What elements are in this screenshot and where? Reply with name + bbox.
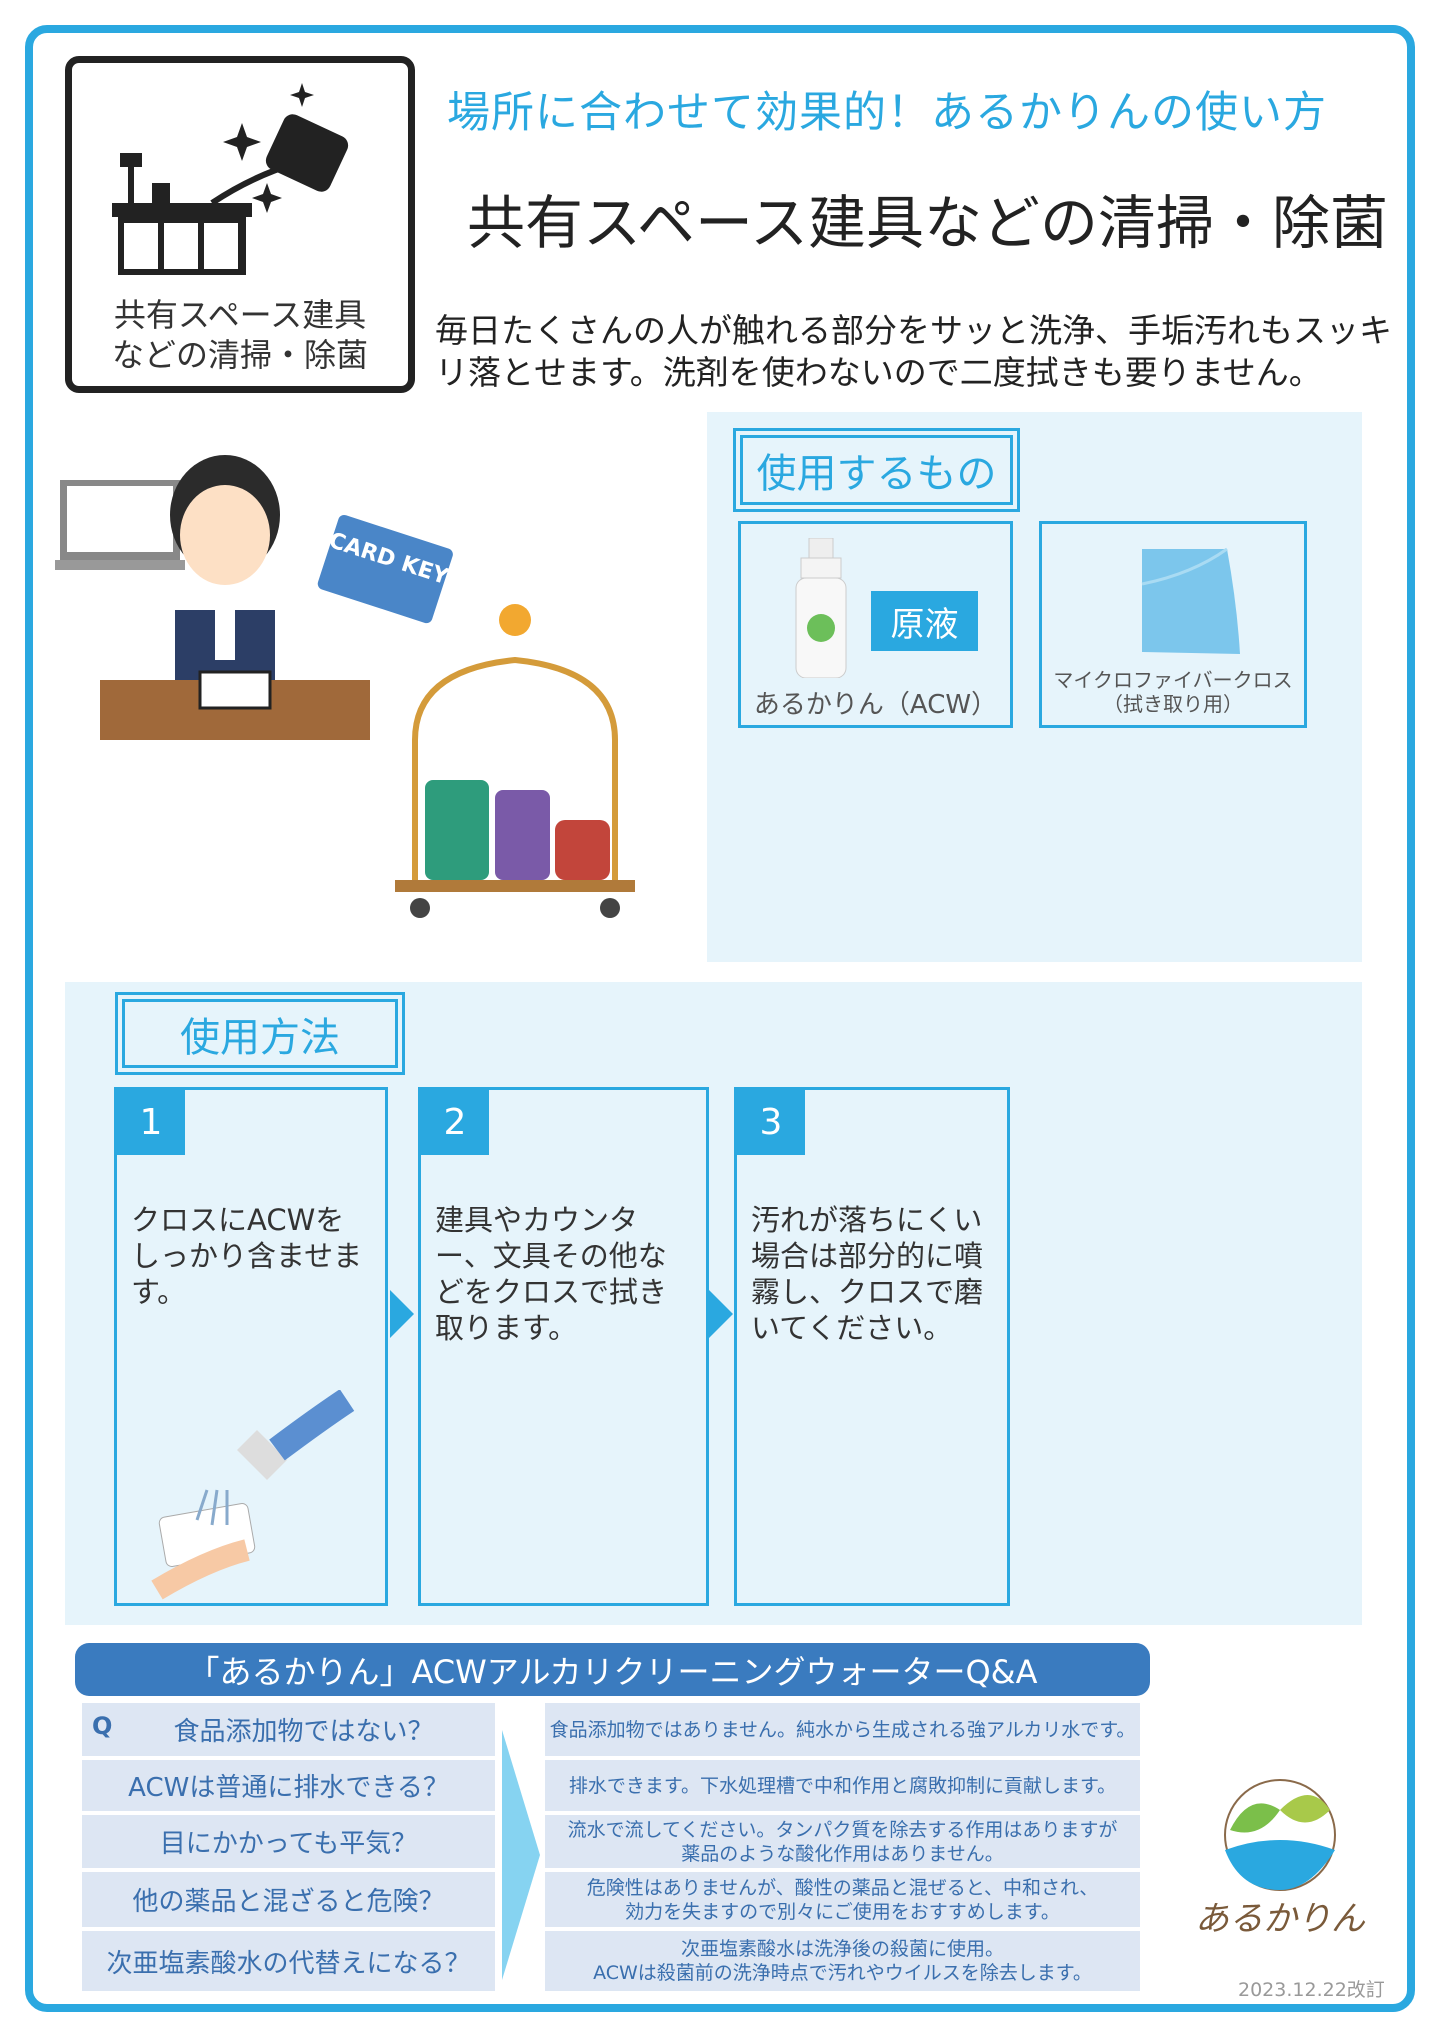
icon-label-line2: などの清掃・除菌: [111, 336, 368, 374]
step-text: クロスにACWをしっかり含ませます。: [131, 1203, 363, 1309]
q-mark-icon: Q: [92, 1712, 113, 1740]
qa-question: 食品添加物ではない？: [82, 1703, 495, 1756]
spray-bottle-icon: [795, 538, 847, 678]
usage-title: 使用方法: [115, 992, 405, 1075]
page-description: 毎日たくさんの人が触れる部分をサッと洗浄、手垢汚れもスッキリ落とせます。洗剤を使…: [435, 311, 1392, 392]
step-number: 2: [421, 1090, 489, 1155]
qa-answer: 次亜塩素酸水は洗浄後の殺菌に使用。 ACWは殺菌前の洗浄時点で汚れやウイルスを除…: [545, 1931, 1140, 1991]
qa-answer: 危険性はありませんが、酸性の薬品と混ぜると、中和され、 効力を失ますので別々にご…: [545, 1872, 1140, 1927]
qa-question: 他の薬品と混ざると危険？: [82, 1872, 495, 1927]
materials-title: 使用するもの: [733, 428, 1020, 512]
qa-answer: 食品添加物ではありません。純水から生成される強アルカリ水です。: [545, 1703, 1140, 1756]
qa-answer: 排水できます。下水処理槽で中和作用と腐敗抑制に貢献します。: [545, 1760, 1140, 1811]
brand-logo: あるかりん: [1195, 1779, 1366, 1939]
step-text: 建具やカウンター、文具その他などをクロスで拭き取ります。: [435, 1203, 668, 1345]
page-subtitle: 場所に合わせて効果的！あるかりんの使い方: [447, 88, 1327, 138]
qa-question: 次亜塩素酸水の代替えになる？: [82, 1931, 495, 1991]
page-title: 共有スペース建具などの清掃・除菌: [467, 189, 1389, 257]
icon-label-line1: 共有スペース建具: [113, 296, 367, 334]
cloth-caption-line2: （拭き取り用）: [1103, 692, 1243, 716]
material-item-cloth: マイクロファイバークロス（拭き取り用）: [1039, 521, 1307, 728]
revision-date: 2023.12.22改訂: [1238, 1979, 1385, 2001]
acw-caption: あるかりん（ACW）: [753, 690, 998, 720]
reception-illustration: CARD KEY: [55, 455, 635, 918]
cloth-caption-line1: マイクロファイバークロス: [1053, 668, 1293, 692]
qa-question: ACWは普通に排水できる？: [82, 1760, 495, 1811]
cleaning-desk-icon: [112, 83, 349, 275]
step-text: 汚れが落ちにくい場合は部分的に噴霧し、クロスで磨いてください。: [751, 1203, 984, 1345]
qa-arrow-icon: [502, 1730, 540, 1980]
qa-question: 目にかかっても平気？: [82, 1815, 495, 1868]
logo-name: あるかりん: [1195, 1899, 1366, 1939]
step-arrow-icon: [709, 1290, 733, 1338]
step-arrow-icon: [390, 1290, 414, 1338]
step-3: 3 汚れが落ちにくい場合は部分的に噴霧し、クロスで磨いてください。: [734, 1087, 1010, 1606]
qa-header: 「あるかりん」ACWアルカリクリーニングウォーターQ&A: [75, 1643, 1150, 1696]
step-number: 1: [117, 1090, 185, 1155]
step-number: 3: [737, 1090, 805, 1155]
step-2: 2 建具やカウンター、文具その他などをクロスで拭き取ります。: [418, 1087, 709, 1606]
step-1: 1 クロスにACWをしっかり含ませます。: [114, 1087, 388, 1606]
microfiber-cloth-icon: [1141, 547, 1240, 654]
page-frame: [25, 25, 1415, 2012]
category-icon-box: 共有スペース建具などの清掃・除菌: [65, 56, 415, 393]
spray-cloth-illustration: [151, 1390, 355, 1600]
concentrate-badge: 原液: [871, 591, 978, 651]
qa-answer: 流水で流してください。タンパク質を除去する作用はありますが 薬品のような酸化作用…: [545, 1815, 1140, 1868]
material-item-acw: 原液 あるかりん（ACW）: [738, 521, 1013, 728]
